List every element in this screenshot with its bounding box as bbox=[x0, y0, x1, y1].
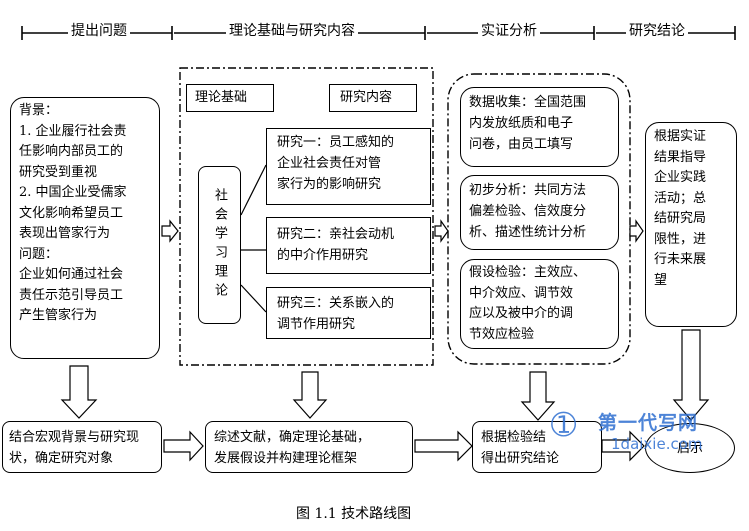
conclusion-line: 活动；总 bbox=[654, 190, 707, 206]
data-collection-line: 问卷，由员工填写 bbox=[469, 137, 574, 152]
hypothesis-testing-line: 应以及被中介的调 bbox=[469, 306, 574, 321]
background-line: 企业如何通过社会 bbox=[19, 267, 124, 282]
background-line: 文化影响希望员工 bbox=[19, 205, 124, 221]
conclusion-line: 限性，进 bbox=[654, 231, 707, 247]
background-line: 任影响内部员工的 bbox=[19, 144, 124, 159]
study-three-box: 研究三：关系嵌入的 调节作用研究 bbox=[266, 287, 431, 339]
research-conclusion-line: 得出研究结论 bbox=[481, 451, 560, 466]
preliminary-analysis-box: 初步分析：共同方法 偏差检验、信效度分 析、描述性统计分析 bbox=[460, 175, 619, 250]
header-conclusion: 研究结论 bbox=[626, 20, 688, 40]
watermark-url: 1daixie.com bbox=[611, 435, 703, 453]
background-box: 背景： 1. 企业履行社会责 任影响内部员工的 研究受到重视 2. 中国企业受儒… bbox=[10, 97, 160, 359]
figure-caption: 图 1.1 技术路线图 bbox=[296, 506, 412, 522]
conclusion-line: 企业实践 bbox=[654, 170, 707, 185]
research-content-label: 研究内容 bbox=[329, 84, 417, 112]
study-two-line: 研究二：亲社会动机 bbox=[277, 227, 395, 242]
study-one-line: 家行为的影响研究 bbox=[277, 177, 382, 192]
literature-review-line: 综述文献，确定理论基础， bbox=[214, 430, 371, 445]
data-collection-box: 数据收集：全国范围 内发放纸质和电子 问卷，由员工填写 bbox=[460, 87, 619, 167]
hypothesis-testing-line: 中介效应、调节效 bbox=[469, 285, 574, 301]
background-line: 1. 企业履行社会责 bbox=[19, 123, 127, 139]
study-one-box: 研究一：员工感知的 企业社会责任对管 家行为的影响研究 bbox=[266, 128, 431, 205]
conclusion-line: 根据实证 bbox=[654, 129, 707, 144]
background-line: 表现出管家行为 bbox=[19, 226, 111, 241]
header-theory: 理论基础与研究内容 bbox=[226, 20, 358, 40]
conclusion-line: 行未来展 bbox=[654, 252, 707, 267]
study-two-line: 的中介作用研究 bbox=[277, 248, 369, 263]
study-three-line: 研究三：关系嵌入的 bbox=[277, 296, 395, 311]
column-arrows bbox=[161, 219, 644, 243]
conclusion-box: 根据实证 结果指导 企业实践 活动；总 结研究局 限性，进 行未来展 望 bbox=[645, 122, 737, 327]
background-line: 问题： bbox=[19, 246, 59, 262]
research-conclusion-box: 根据检验结 得出研究结论 bbox=[472, 421, 602, 473]
preliminary-analysis-line: 初步分析：共同方法 bbox=[469, 183, 587, 198]
conclusion-line: 结果指导 bbox=[654, 149, 707, 165]
background-line: 产生管家行为 bbox=[19, 308, 98, 323]
literature-review-box: 综述文献，确定理论基础， 发展假设并构建理论框架 bbox=[205, 421, 413, 473]
theory-basis-label: 理论基础 bbox=[186, 84, 274, 112]
hypothesis-testing-box: 假设检验：主效应、 中介效应、调节效 应以及被中介的调 节效应检验 bbox=[460, 259, 619, 349]
implication-ellipse: 启示 bbox=[645, 423, 735, 473]
data-collection-line: 数据收集：全国范围 bbox=[469, 95, 587, 110]
background-line: 2. 中国企业受儒家 bbox=[19, 185, 127, 200]
research-content-text: 研究内容 bbox=[340, 90, 393, 105]
theory-basis-text: 理论基础 bbox=[195, 90, 248, 105]
literature-review-line: 发展假设并构建理论框架 bbox=[214, 451, 358, 466]
background-line: 背景： bbox=[19, 103, 59, 118]
social-learning-theory-text: 社会学习理论 bbox=[212, 188, 227, 302]
watermark-logo-icon: ➀ bbox=[551, 408, 577, 443]
down-arrows bbox=[60, 329, 710, 421]
social-learning-theory-box: 社会学习理论 bbox=[198, 166, 241, 324]
study-three-line: 调节作用研究 bbox=[277, 317, 356, 332]
branch-lines bbox=[240, 164, 267, 313]
research-object-box: 结合宏观背景与研究现 状，确定研究对象 bbox=[2, 421, 162, 473]
conclusion-line: 结研究局 bbox=[654, 211, 707, 226]
study-one-line: 研究一：员工感知的 bbox=[277, 135, 395, 150]
watermark-title: 第一代写网 bbox=[598, 412, 699, 434]
hypothesis-testing-line: 节效应检验 bbox=[469, 326, 535, 342]
bottom-arrows bbox=[163, 430, 645, 462]
research-object-line: 状，确定研究对象 bbox=[9, 451, 114, 466]
header-empirical: 实证分析 bbox=[478, 20, 540, 40]
empirical-frame bbox=[447, 73, 631, 365]
data-collection-line: 内发放纸质和电子 bbox=[469, 116, 574, 131]
hypothesis-testing-line: 假设检验：主效应、 bbox=[469, 265, 587, 280]
conclusion-line: 望 bbox=[654, 272, 668, 288]
research-object-line: 结合宏观背景与研究现 bbox=[9, 430, 140, 445]
study-two-box: 研究二：亲社会动机 的中介作用研究 bbox=[266, 217, 431, 274]
preliminary-analysis-line: 偏差检验、信效度分 bbox=[469, 204, 587, 219]
theory-frame bbox=[179, 67, 434, 366]
study-one-line: 企业社会责任对管 bbox=[277, 156, 382, 171]
preliminary-analysis-line: 析、描述性统计分析 bbox=[469, 225, 587, 240]
header-problem: 提出问题 bbox=[68, 20, 130, 40]
background-line: 责任示范引导员工 bbox=[19, 287, 124, 303]
implication-text: 启示 bbox=[676, 440, 703, 456]
background-line: 研究受到重视 bbox=[19, 164, 98, 180]
research-conclusion-line: 根据检验结 bbox=[481, 430, 547, 445]
